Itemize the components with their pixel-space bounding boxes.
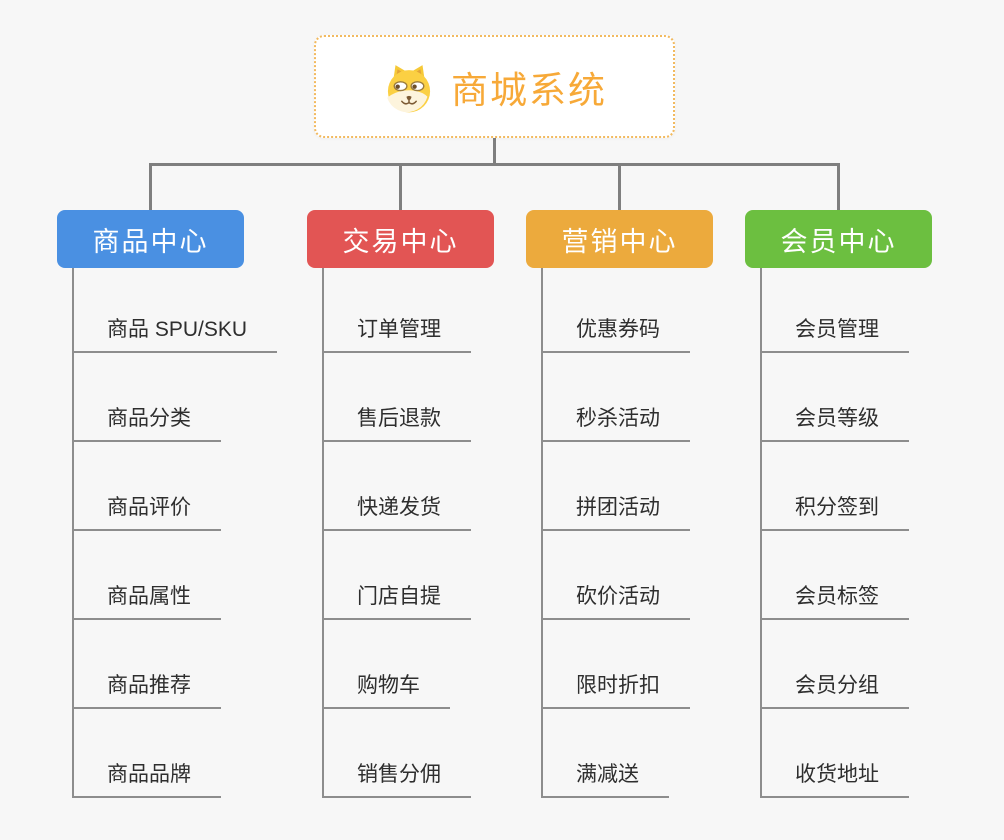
leaf-node[interactable]: 商品属性: [72, 580, 221, 620]
leaf-node[interactable]: 会员等级: [760, 402, 909, 442]
leaf-node[interactable]: 满减送: [541, 758, 669, 798]
leaf-node[interactable]: 会员管理: [760, 313, 909, 353]
children-group-marketing: 优惠券码 秒杀活动 拼团活动 砍价活动 限时折扣 满减送: [541, 264, 771, 798]
connector-drop-trade: [399, 163, 402, 210]
leaf-node[interactable]: 商品品牌: [72, 758, 221, 798]
connector-horizontal: [149, 163, 840, 166]
branch-node-goods[interactable]: 商品中心: [57, 210, 244, 268]
leaf-node[interactable]: 积分签到: [760, 491, 909, 531]
leaf-node[interactable]: 商品分类: [72, 402, 221, 442]
branch-label: 会员中心: [780, 226, 897, 257]
branch-label: 交易中心: [342, 226, 459, 257]
leaf-node[interactable]: 优惠券码: [541, 313, 690, 353]
connector-drop-marketing: [618, 163, 621, 210]
root-title: 商城系统: [451, 69, 607, 111]
branch-node-trade[interactable]: 交易中心: [307, 210, 494, 268]
leaf-node[interactable]: 售后退款: [322, 402, 471, 442]
children-group-goods: 商品 SPU/SKU 商品分类 商品评价 商品属性 商品推荐 商品品牌: [72, 264, 302, 798]
leaf-node[interactable]: 门店自提: [322, 580, 471, 620]
doge-face-icon: [382, 60, 436, 114]
leaf-node[interactable]: 购物车: [322, 669, 450, 709]
leaf-node[interactable]: 商品评价: [72, 491, 221, 531]
connector-root-stub: [493, 136, 496, 166]
leaf-node[interactable]: 拼团活动: [541, 491, 690, 531]
children-group-trade: 订单管理 售后退款 快递发货 门店自提 购物车 销售分佣: [322, 264, 552, 798]
leaf-node[interactable]: 快递发货: [322, 491, 471, 531]
branch-label: 营销中心: [561, 226, 678, 257]
branch-label: 商品中心: [92, 226, 209, 257]
leaf-node[interactable]: 秒杀活动: [541, 402, 690, 442]
leaf-node[interactable]: 商品 SPU/SKU: [72, 313, 278, 353]
leaf-node[interactable]: 会员标签: [760, 580, 909, 620]
leaf-node[interactable]: 商品推荐: [72, 669, 221, 709]
leaf-node[interactable]: 砍价活动: [541, 580, 690, 620]
leaf-node[interactable]: 收货地址: [760, 758, 909, 798]
branch-node-member[interactable]: 会员中心: [745, 210, 932, 268]
connector-drop-goods: [149, 163, 152, 210]
connector-drop-member: [837, 163, 840, 210]
leaf-node[interactable]: 限时折扣: [541, 669, 690, 709]
leaf-node[interactable]: 会员分组: [760, 669, 909, 709]
leaf-node[interactable]: 销售分佣: [322, 758, 471, 798]
root-node[interactable]: 商城系统: [314, 35, 675, 138]
leaf-node[interactable]: 订单管理: [322, 313, 471, 353]
branch-node-marketing[interactable]: 营销中心: [526, 210, 713, 268]
children-group-member: 会员管理 会员等级 积分签到 会员标签 会员分组 收货地址: [760, 264, 990, 798]
